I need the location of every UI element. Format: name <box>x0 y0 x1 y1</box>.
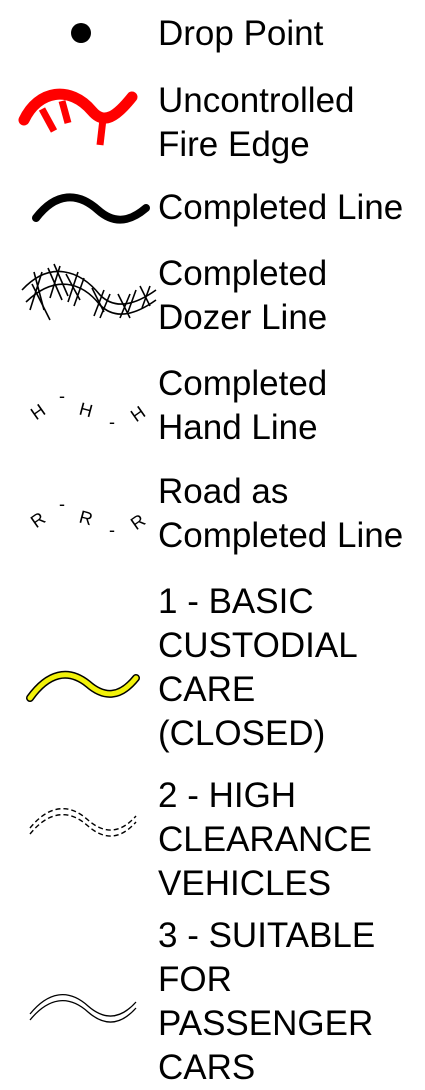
legend-label-line: Completed <box>158 364 328 403</box>
legend-label-line: Completed Line <box>158 188 404 227</box>
legend-label-line: CUSTODIAL <box>158 626 358 665</box>
hand-line-mark: H <box>27 400 49 424</box>
legend-label-line: Completed Line <box>158 516 404 555</box>
legend-row-suitable-for-passenger-cars: 3 - SUITABLE FOR PASSENGER CARS <box>0 912 425 1087</box>
legend-label-line: Uncontrolled <box>158 81 355 120</box>
legend-label-line: (CLOSED) <box>158 714 326 753</box>
legend-label-line: PASSENGER <box>158 1004 374 1043</box>
legend-label-line: CLEARANCE <box>158 820 372 859</box>
legend-label-line: 1 - BASIC <box>158 582 314 621</box>
legend-label-completed-line: Completed Line <box>158 186 403 230</box>
legend-label-line: Drop Point <box>158 14 324 53</box>
completed-dozer-line-icon <box>21 263 157 321</box>
completed-hand-line-icon: H - H - H <box>27 386 149 432</box>
road-line-mark: - <box>59 494 65 514</box>
suitable-for-passenger-cars-road-icon <box>29 994 137 1023</box>
legend-row-basic-custodial-care: 1 - BASIC CUSTODIAL CARE (CLOSED) <box>0 578 425 758</box>
road-line-mark: - <box>109 520 115 540</box>
legend-label-line: Dozer Line <box>158 298 328 337</box>
legend-label-completed-dozer-line: Completed Dozer Line <box>158 252 327 340</box>
legend-label-basic-custodial-care: 1 - BASIC CUSTODIAL CARE (CLOSED) <box>158 580 358 756</box>
legend-label-line: VEHICLES <box>158 864 332 903</box>
high-clearance-vehicles-road-icon <box>29 807 137 837</box>
legend-label-line: Hand Line <box>158 408 318 447</box>
legend-label-line: Fire Edge <box>158 125 310 164</box>
uncontrolled-fire-edge-icon <box>18 88 138 146</box>
legend-row-drop-point: Drop Point <box>0 0 425 60</box>
legend-row-completed-hand-line: H - H - H Completed Hand Line <box>0 360 425 450</box>
road-line-mark: R <box>77 507 95 530</box>
legend-label-line: 2 - HIGH <box>158 776 297 815</box>
legend-label-uncontrolled-fire-edge: Uncontrolled Fire Edge <box>158 79 355 167</box>
hand-line-mark: H <box>127 402 149 426</box>
hand-line-mark: - <box>59 386 65 406</box>
road-line-mark: R <box>27 508 49 532</box>
hand-line-mark: - <box>109 412 115 432</box>
legend-row-completed-dozer-line: Completed Dozer Line <box>0 250 425 340</box>
legend-label-high-clearance-vehicles: 2 - HIGH CLEARANCE VEHICLES <box>158 774 372 906</box>
legend-row-uncontrolled-fire-edge: Uncontrolled Fire Edge <box>0 75 425 165</box>
legend-label-completed-hand-line: Completed Hand Line <box>158 362 327 450</box>
legend-label-line: Road as <box>158 472 289 511</box>
legend-label-line: CARS <box>158 1048 256 1087</box>
legend-label-line: CARE <box>158 670 256 709</box>
legend-row-high-clearance-vehicles: 2 - HIGH CLEARANCE VEHICLES <box>0 772 425 912</box>
legend-label-line: FOR <box>158 960 232 999</box>
legend-label-drop-point: Drop Point <box>158 12 323 56</box>
legend-row-road-as-completed-line: R - R - R Road as Completed Line <box>0 468 425 558</box>
legend-label-line: 3 - SUITABLE <box>158 916 376 955</box>
legend-row-completed-line: Completed Line <box>0 180 425 240</box>
basic-custodial-care-road-icon <box>26 670 140 702</box>
hand-line-mark: H <box>77 399 95 422</box>
legend-label-road-as-completed-line: Road as Completed Line <box>158 470 403 558</box>
road-as-completed-line-icon: R - R - R <box>27 494 149 540</box>
road-line-mark: R <box>127 510 149 534</box>
drop-point-icon <box>71 23 91 43</box>
legend-label-suitable-for-passenger-cars: 3 - SUITABLE FOR PASSENGER CARS <box>158 914 375 1090</box>
legend-label-line: Completed <box>158 254 328 293</box>
completed-line-icon <box>32 193 150 224</box>
